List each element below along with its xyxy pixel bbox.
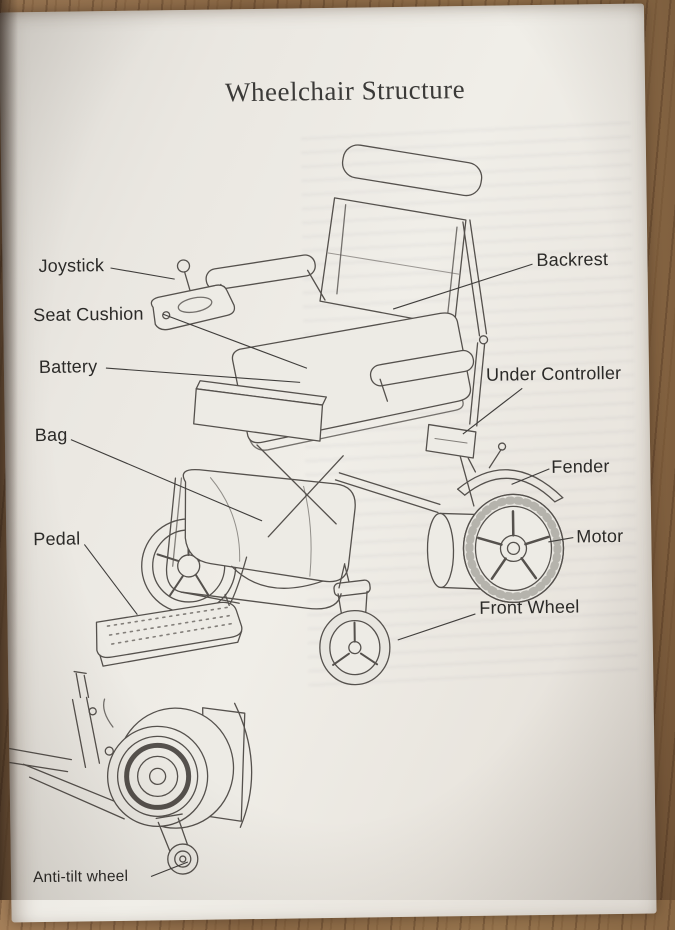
- joystick-drawing: [150, 254, 326, 331]
- leader-lines: [70, 263, 574, 878]
- frame-tubes-drawing: [165, 444, 475, 610]
- frame-right-column-drawing: [462, 219, 507, 469]
- pedal-drawing: [95, 593, 243, 667]
- manual-page: Wheelchair Structure Joystick Seat Cushi…: [0, 3, 657, 923]
- right-armrest-drawing: [369, 349, 475, 402]
- battery-drawing: [193, 380, 327, 442]
- anti-tilt-inset-drawing: [8, 670, 253, 875]
- backrest-drawing: [319, 144, 483, 327]
- under-controller-drawing: [425, 423, 477, 459]
- wheelchair-diagram: [8, 144, 574, 878]
- front-wheel-drawing: [319, 564, 391, 686]
- rear-wheel-drawing: [462, 493, 565, 604]
- fender-drawing: [456, 457, 564, 503]
- bag-drawing: [182, 468, 356, 589]
